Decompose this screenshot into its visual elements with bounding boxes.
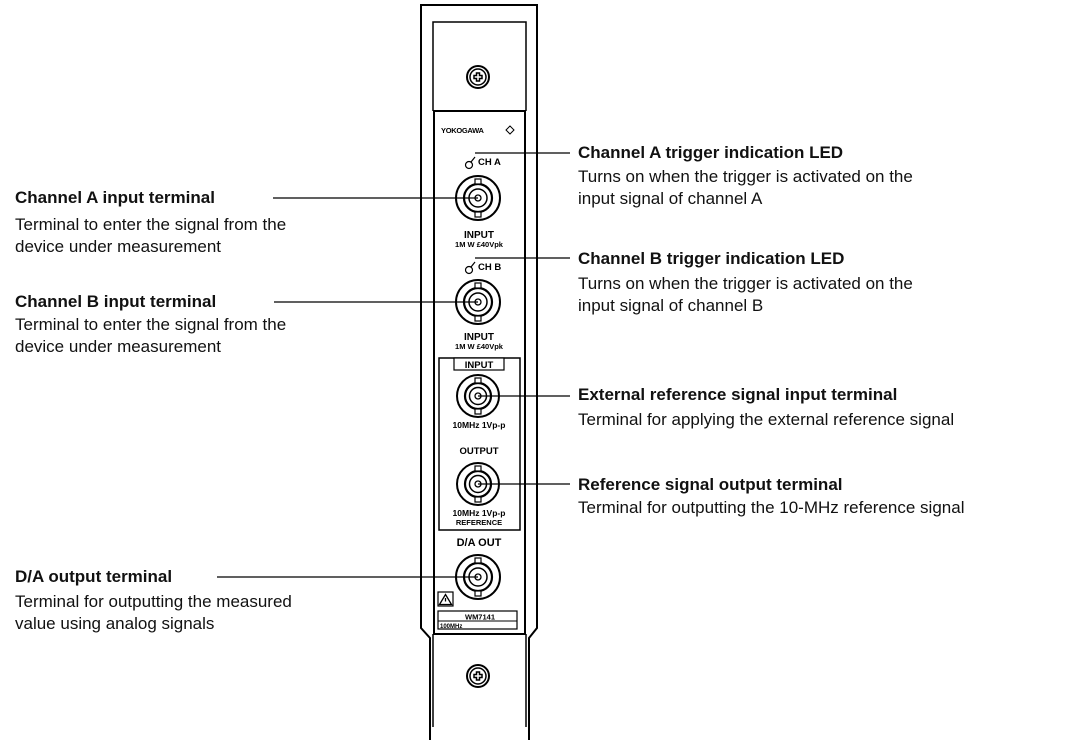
callout-da-output: D/A output terminal Terminal for outputt… — [15, 567, 292, 635]
callout-ext-ref-input: External reference signal input terminal… — [578, 385, 954, 431]
ch-b-input-label: INPUT — [464, 332, 494, 343]
callout-ch-b-input-desc-1: Terminal to enter the signal from the — [15, 315, 287, 334]
callout-ref-output-desc-1: Terminal for outputting the 10-MHz refer… — [578, 498, 965, 517]
callout-da-output-desc-1: Terminal for outputting the measured — [15, 592, 292, 611]
callout-ch-a-input-desc-2: device under measurement — [15, 237, 222, 256]
callout-ref-output: Reference signal output terminal Termina… — [578, 475, 964, 519]
callout-ch-b-led-desc-1: Turns on when the trigger is activated o… — [578, 274, 913, 293]
callout-ch-b-input: Channel B input terminal Terminal to ent… — [15, 292, 286, 358]
reference-output-label: OUTPUT — [459, 446, 498, 457]
callout-da-output-desc-2: value using analog signals — [15, 614, 215, 633]
callout-ref-output-title: Reference signal output terminal — [578, 475, 843, 494]
callout-ch-a-input-title: Channel A input terminal — [15, 188, 215, 207]
brand-logo: YOKOGAWA — [441, 126, 484, 135]
callout-ch-b-input-desc-2: device under measurement — [15, 337, 222, 356]
brand-diamond-icon — [505, 125, 515, 135]
reference-input-header — [453, 357, 505, 371]
ref-output-spec: 10MHz 1Vp-p — [453, 508, 506, 518]
reference-caption: REFERENCE — [456, 518, 502, 527]
callout-ch-a-led-desc-1: Turns on when the trigger is activated o… — [578, 167, 913, 186]
callout-ch-a-input: Channel A input terminal Terminal to ent… — [15, 188, 286, 258]
callout-ext-ref-input-title: External reference signal input terminal — [578, 385, 898, 404]
callout-ch-a-led-title: Channel A trigger indication LED — [578, 143, 844, 162]
callout-ext-ref-input-desc-1: Terminal for applying the external refer… — [578, 410, 955, 429]
leader-lines — [217, 152, 570, 578]
callout-ch-b-led: Channel B trigger indication LED Turns o… — [578, 249, 913, 317]
da-out-label: D/A OUT — [457, 537, 502, 549]
top-screw-icon — [466, 65, 490, 89]
ch-b-label: CH B — [478, 262, 501, 273]
callout-ch-b-led-title: Channel B trigger indication LED — [578, 249, 845, 268]
ch-a-label: CH A — [478, 157, 501, 168]
ch-a-led-icon — [464, 156, 476, 170]
warning-triangle-icon — [437, 591, 454, 607]
reference-input-label: INPUT — [465, 360, 494, 371]
callout-ch-b-led-desc-2: input signal of channel B — [578, 296, 764, 315]
ch-a-input-spec: 1M W £40Vpk — [455, 240, 504, 249]
module-chassis — [420, 4, 538, 740]
model-number: WM7141 — [465, 613, 495, 622]
callout-ch-a-input-desc-1: Terminal to enter the signal from the — [15, 215, 287, 234]
ext-ref-input-spec: 10MHz 1Vp-p — [453, 420, 506, 430]
model-plate — [437, 610, 518, 630]
ch-b-led-icon — [464, 261, 476, 275]
callout-ch-b-input-title: Channel B input terminal — [15, 292, 217, 311]
ch-b-input-spec: 1M W £40Vpk — [455, 342, 504, 351]
callout-da-output-title: D/A output terminal — [15, 567, 173, 586]
callout-ch-a-led-desc-2: input signal of channel A — [578, 189, 763, 208]
callout-ch-a-led: Channel A trigger indication LED Turns o… — [578, 143, 913, 210]
bandwidth-label: 100MHz — [440, 624, 462, 630]
bottom-screw-icon — [466, 664, 490, 688]
ch-a-input-label: INPUT — [464, 230, 494, 241]
